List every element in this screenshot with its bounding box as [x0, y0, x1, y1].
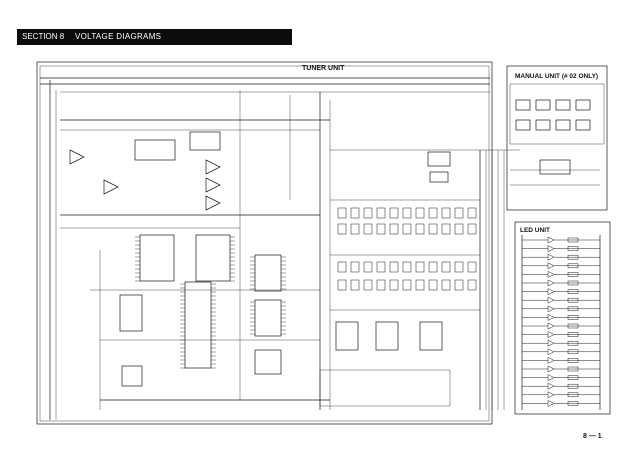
led-diode — [547, 348, 555, 356]
switch-block — [389, 279, 399, 291]
led-diode — [547, 391, 555, 399]
page-number: 8 — 1 — [583, 433, 602, 440]
switch-block — [428, 207, 438, 219]
led-diode — [547, 339, 555, 347]
led-diode — [547, 305, 555, 313]
led-diode — [547, 382, 555, 390]
switch-block — [402, 207, 412, 219]
switch-block — [441, 223, 451, 235]
switch-block — [441, 261, 451, 273]
switch-block — [350, 261, 360, 273]
manual-unit-frame — [506, 65, 608, 211]
switch-block — [454, 279, 464, 291]
led-diode — [547, 322, 555, 330]
switch-block — [415, 261, 425, 273]
switch-block — [402, 279, 412, 291]
switch-block — [363, 261, 373, 273]
section-header: SECTION 8 VOLTAGE DIAGRAMS — [17, 29, 292, 45]
switch-block — [454, 207, 464, 219]
switch-block — [363, 207, 373, 219]
switch-block — [350, 279, 360, 291]
led-diode — [547, 313, 555, 321]
switch-block — [363, 223, 373, 235]
switch-block — [415, 279, 425, 291]
led-diode — [547, 331, 555, 339]
switch-block — [415, 223, 425, 235]
switch-block — [428, 223, 438, 235]
led-diode — [547, 236, 555, 244]
switch-block — [454, 223, 464, 235]
led-diode — [547, 270, 555, 278]
led-diode — [547, 296, 555, 304]
switch-block — [467, 223, 477, 235]
led-diode — [547, 279, 555, 287]
led-diode — [547, 365, 555, 373]
switch-block — [350, 207, 360, 219]
led-unit-title: LED UNIT — [520, 227, 550, 234]
led-diode — [547, 253, 555, 261]
led-unit-frame — [514, 221, 611, 415]
led-diode — [547, 356, 555, 364]
switch-block — [402, 223, 412, 235]
switch-block — [337, 279, 347, 291]
manual-unit-title: MANUAL UNIT (# 02 ONLY) — [515, 73, 598, 80]
switch-block — [376, 207, 386, 219]
led-diode — [547, 288, 555, 296]
tuner-unit-frame — [36, 61, 493, 425]
switch-block — [389, 261, 399, 273]
led-diode — [547, 262, 555, 270]
led-diode — [547, 245, 555, 253]
switch-block — [402, 261, 412, 273]
switch-block — [467, 207, 477, 219]
switch-block — [441, 279, 451, 291]
led-diode — [547, 399, 555, 407]
switch-block — [467, 261, 477, 273]
switch-block — [415, 207, 425, 219]
section-number: SECTION 8 — [22, 32, 65, 41]
switch-block — [337, 207, 347, 219]
section-title: VOLTAGE DIAGRAMS — [75, 32, 162, 41]
switch-block — [467, 279, 477, 291]
switch-block — [337, 261, 347, 273]
switch-block — [389, 207, 399, 219]
led-diode — [547, 374, 555, 382]
switch-block — [428, 279, 438, 291]
switch-block — [337, 223, 347, 235]
switch-block — [376, 261, 386, 273]
switch-block — [363, 279, 373, 291]
switch-block — [376, 279, 386, 291]
switch-block — [454, 261, 464, 273]
tuner-unit-title: TUNER UNIT — [302, 65, 345, 72]
switch-block — [428, 261, 438, 273]
switch-block — [350, 223, 360, 235]
switch-block — [376, 223, 386, 235]
switch-block — [389, 223, 399, 235]
switch-block — [441, 207, 451, 219]
